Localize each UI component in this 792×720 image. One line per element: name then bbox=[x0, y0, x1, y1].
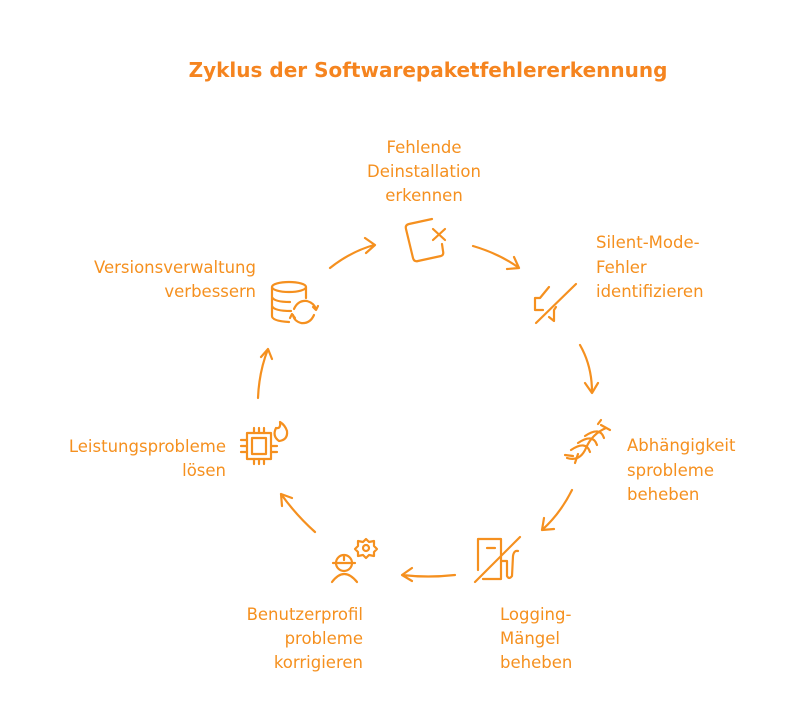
arrow-4 bbox=[400, 566, 457, 583]
cycle-arrows bbox=[256, 236, 600, 583]
step-label-5: Benutzerprofil probleme korrigieren bbox=[247, 605, 363, 672]
step-label-1: Fehlende Deinstallation erkennen bbox=[367, 138, 481, 205]
fuel-pump-slash-icon bbox=[473, 535, 522, 584]
label-line: erkennen bbox=[385, 186, 463, 205]
arrow-5 bbox=[279, 492, 317, 534]
diagram-title: Zyklus der Softwarepaketfehlererkennung bbox=[189, 58, 668, 82]
label-line: sprobleme bbox=[627, 461, 714, 480]
label-line: korrigieren bbox=[274, 653, 363, 672]
label-line: beheben bbox=[500, 653, 572, 672]
worker-gear-icon bbox=[330, 537, 379, 584]
label-line: Silent-Mode- bbox=[596, 233, 700, 252]
label-line: Abhängigkeit bbox=[627, 436, 736, 455]
label-line: Logging- bbox=[500, 605, 571, 624]
box-x-icon bbox=[404, 217, 447, 263]
arrow-1 bbox=[471, 244, 521, 271]
label-line: Versionsverwaltung bbox=[94, 258, 256, 277]
mute-speaker-icon bbox=[533, 282, 578, 325]
label-line: probleme bbox=[285, 629, 363, 648]
dna-helix-icon bbox=[563, 418, 612, 465]
arrow-3 bbox=[540, 488, 574, 532]
label-line: Benutzerprofil bbox=[247, 605, 363, 624]
label-line: beheben bbox=[627, 485, 699, 504]
step-label-2: Silent-Mode- Fehler identifizieren bbox=[596, 233, 704, 301]
step-label-7: Versionsverwaltung verbessern bbox=[94, 258, 256, 301]
label-line: Leistungsprobleme bbox=[69, 437, 226, 456]
step-label-3: Abhängigkeit sprobleme beheben bbox=[627, 436, 736, 504]
label-line: identifizieren bbox=[596, 282, 704, 301]
arrow-2 bbox=[578, 343, 600, 395]
label-line: Fehlende bbox=[386, 138, 461, 157]
label-line: Mängel bbox=[500, 629, 560, 648]
label-line: verbessern bbox=[164, 282, 256, 301]
label-line: Deinstallation bbox=[367, 162, 481, 181]
step-label-4: Logging- Mängel beheben bbox=[500, 605, 572, 672]
label-line: lösen bbox=[182, 461, 226, 480]
step-label-6: Leistungsprobleme lösen bbox=[69, 437, 226, 480]
database-sync-icon bbox=[270, 280, 320, 325]
arrow-6 bbox=[256, 347, 274, 400]
cpu-fire-icon bbox=[239, 420, 289, 466]
arrow-7 bbox=[328, 236, 377, 270]
label-line: Fehler bbox=[596, 258, 647, 277]
